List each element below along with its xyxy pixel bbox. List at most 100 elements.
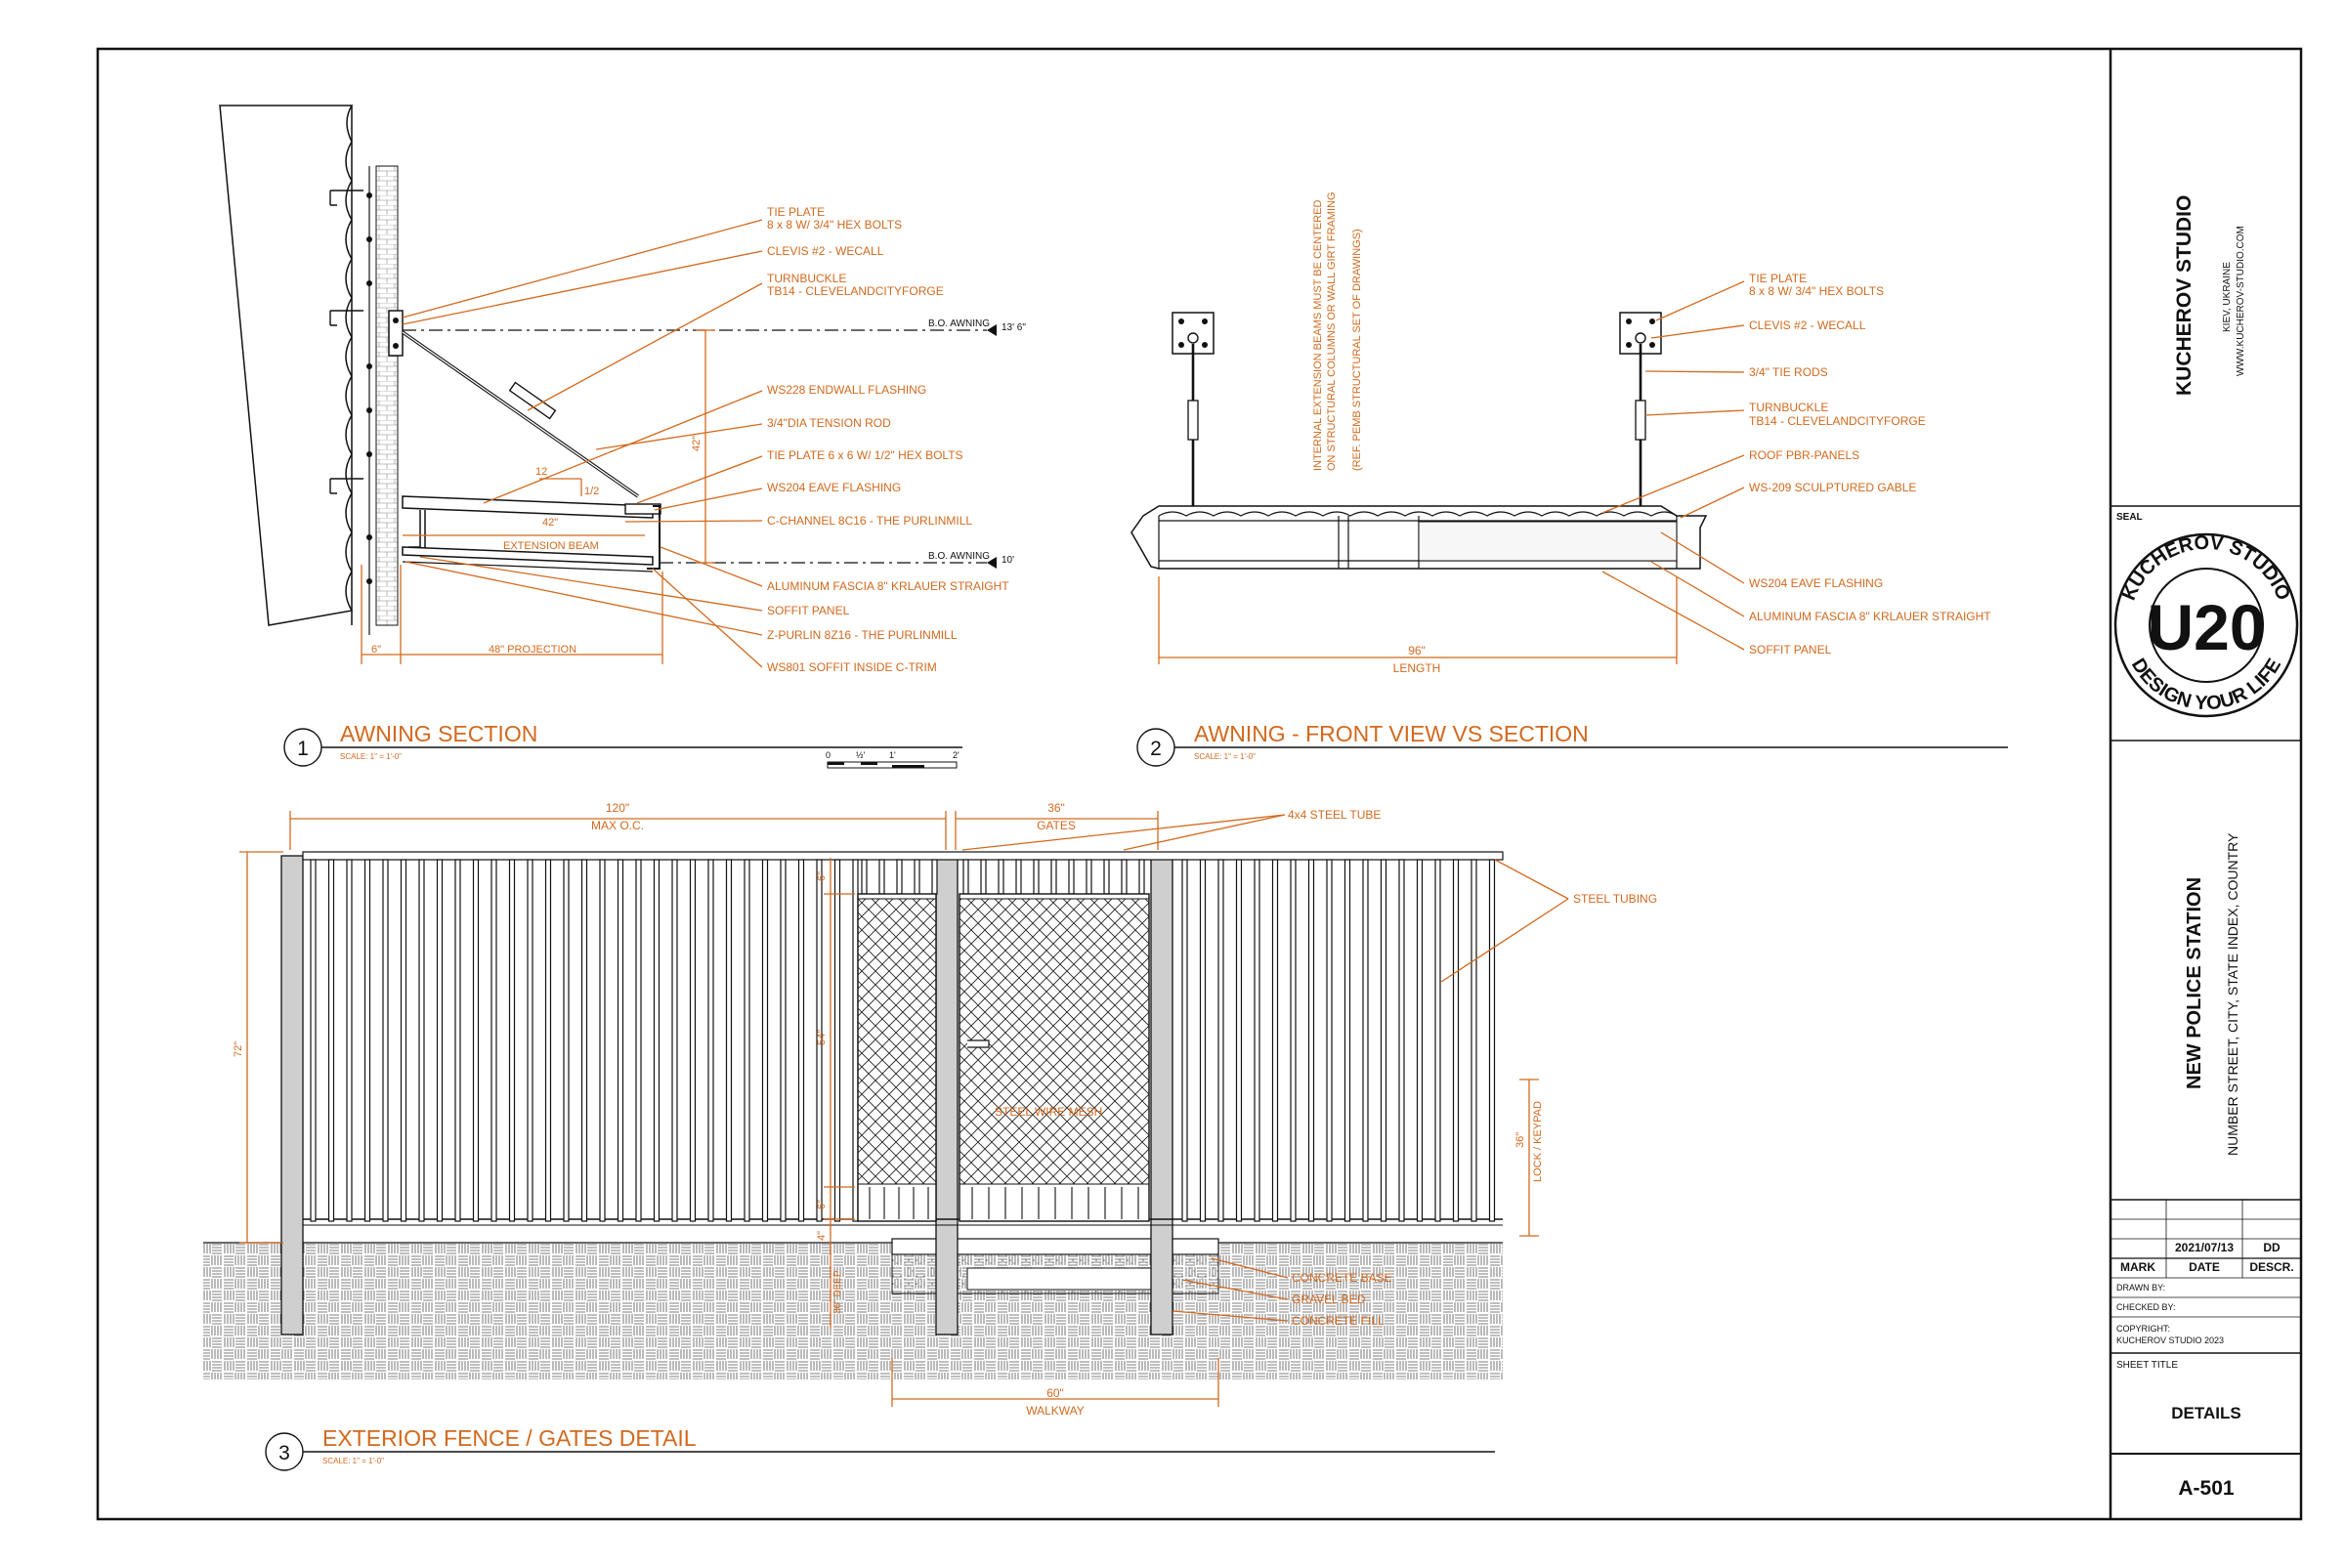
picket <box>725 859 733 1222</box>
label-soffit-trim: WS801 SOFFIT INSIDE C-TRIM <box>767 660 937 674</box>
col-date: DATE <box>2189 1260 2220 1274</box>
detail-2-awning-front: INTERNAL EXTENSION BEAMS MUST BE CENTERE… <box>1130 191 2008 767</box>
picket <box>1015 859 1022 895</box>
picket <box>1434 859 1441 1222</box>
picket <box>1416 859 1424 1222</box>
detail-3-number: 3 <box>278 1442 290 1464</box>
pickets <box>310 859 1496 1222</box>
picket <box>1452 859 1460 1222</box>
revision-date: 2021/07/13 <box>2175 1241 2234 1254</box>
picket <box>1199 859 1207 1222</box>
picket <box>671 859 678 1222</box>
note-line-1: INTERNAL EXTENSION BEAMS MUST BE CENTERE… <box>1312 199 1324 471</box>
picket <box>635 859 642 1222</box>
picket <box>1254 859 1260 1222</box>
label-aluminum-fascia: ALUMINUM FASCIA 8" KRLAUER STRAIGHT <box>767 579 1009 593</box>
label-tension-rod: 3/4"DIA TENSION ROD <box>767 416 891 430</box>
picket <box>816 859 823 1222</box>
steel-tube-label: 4x4 STEEL TUBE <box>1288 808 1381 822</box>
picket <box>563 859 570 1222</box>
studio-seal: KUCHEROV STUDIO DESIGN YOUR LIFE U20 <box>2113 532 2299 718</box>
picket <box>599 859 606 1222</box>
picket <box>980 859 987 895</box>
picket <box>327 859 335 1222</box>
sheet-number: A-501 <box>2178 1477 2235 1500</box>
slope-rise: 1/2 <box>584 486 599 497</box>
picket <box>508 859 516 1222</box>
svg-text:½': ½' <box>856 750 866 760</box>
dim-6: 6" <box>371 644 381 656</box>
picket <box>1471 859 1477 1222</box>
picket <box>962 859 969 895</box>
picket <box>617 859 624 1222</box>
scale-bar: 0 ½' 1' 2' <box>826 750 959 769</box>
picket <box>689 859 697 1222</box>
picket <box>382 859 389 1222</box>
title-block: KUCHEROV STUDIO KIEV, UKRAINE WWW.KUCHER… <box>2110 195 2301 1500</box>
bo-awning-bottom-label: B.O. AWNING <box>928 551 990 562</box>
label-tie-plate-bolts: 8 x 8 W/ 3/4" HEX BOLTS <box>1749 284 1884 298</box>
detail-3-title: EXTERIOR FENCE / GATES DETAIL <box>322 1425 697 1451</box>
picket <box>1103 859 1110 895</box>
dim-72: 72" <box>233 1041 244 1057</box>
gravel-bed-label: GRAVEL BED <box>1292 1293 1366 1306</box>
wall-cladding <box>375 165 399 626</box>
project-name: NEW POLICE STATION <box>2184 877 2205 1089</box>
svg-text:2': 2' <box>953 750 959 760</box>
col-mark: MARK <box>2120 1260 2155 1274</box>
dim-6-top: 6" <box>816 871 828 881</box>
bo-awning-bottom-value: 10' <box>1002 555 1014 566</box>
max-oc: MAX O.C. <box>591 819 644 832</box>
checked-by: CHECKED BY: <box>2116 1302 2176 1312</box>
picket <box>744 859 750 1222</box>
picket <box>1398 859 1405 1222</box>
post-gate-right <box>1150 855 1173 1335</box>
label-c-channel: C-CHANNEL 8C16 - THE PURLINMILL <box>767 514 972 528</box>
gates-label: GATES <box>1037 819 1076 832</box>
picket <box>400 859 407 1222</box>
extension-beam-label: EXTENSION BEAM <box>503 540 599 552</box>
picket <box>346 859 353 1222</box>
studio-location: KIEV, UKRAINE <box>2222 262 2233 332</box>
picket <box>1235 859 1243 1222</box>
sheet-title-label: SHEET TITLE <box>2116 1360 2178 1371</box>
detail-2-number: 2 <box>1150 738 1162 760</box>
wall-section <box>219 105 354 626</box>
picket <box>852 859 859 1222</box>
picket <box>1271 859 1279 1222</box>
picket <box>1343 859 1351 1222</box>
picket <box>1217 859 1224 1222</box>
detail-1-title: AWNING SECTION <box>340 721 537 746</box>
dim-length-value: 96" <box>1408 644 1426 657</box>
picket <box>1181 859 1188 1222</box>
picket <box>797 859 805 1222</box>
note-line-2: ON STRUCTURAL COLUMNS OR WALL GIRT FRAMI… <box>1326 191 1338 471</box>
steel-tubing-label: STEEL TUBING <box>1573 892 1657 906</box>
studio-website: WWW.KUCHEROV-STUDIO.COM <box>2236 226 2246 376</box>
seal-center-text: U20 <box>2147 591 2265 663</box>
dim-54: 54" <box>816 1030 828 1045</box>
label-turnbuckle: TURNBUCKLE <box>1749 401 1828 414</box>
label-soffit-panel: SOFFIT PANEL <box>1749 643 1832 657</box>
picket <box>580 859 588 1222</box>
copyright-label: COPYRIGHT: <box>2116 1324 2170 1334</box>
picket <box>861 859 868 895</box>
label-z-purlin: Z-PURLIN 8Z16 - THE PURLINMILL <box>767 628 958 642</box>
picket <box>1380 859 1387 1222</box>
dim-120: 120" <box>606 801 629 815</box>
copyright-value: KUCHEROV STUDIO 2023 <box>2116 1335 2224 1345</box>
label-sculptured-gable: WS-209 SCULPTURED GABLE <box>1749 481 1916 494</box>
detail-2-title: AWNING - FRONT VIEW VS SECTION <box>1194 721 1589 746</box>
label-tie-plate: TIE PLATE <box>1749 272 1807 285</box>
detail-3-fence: 120" MAX O.C. 36" GATES 4x4 STEEL TUBE S… <box>203 801 1657 1471</box>
detail-1-number: 1 <box>297 738 309 760</box>
dim-36-deep: 36" DEEP <box>832 1270 843 1314</box>
dim-36-gates: 36" <box>1047 801 1065 815</box>
label-tie-plate-6: TIE PLATE 6 x 6 W/ 1/2" HEX BOLTS <box>767 448 963 462</box>
label-aluminum-fascia: ALUMINUM FASCIA 8" KRLAUER STRAIGHT <box>1749 610 1991 623</box>
label-eave-flashing: WS204 EAVE FLASHING <box>767 481 901 494</box>
project-address: NUMBER STREET, CITY, STATE INDEX, COUNTR… <box>2225 832 2240 1156</box>
picket <box>761 859 769 1222</box>
post-left <box>280 855 304 1335</box>
